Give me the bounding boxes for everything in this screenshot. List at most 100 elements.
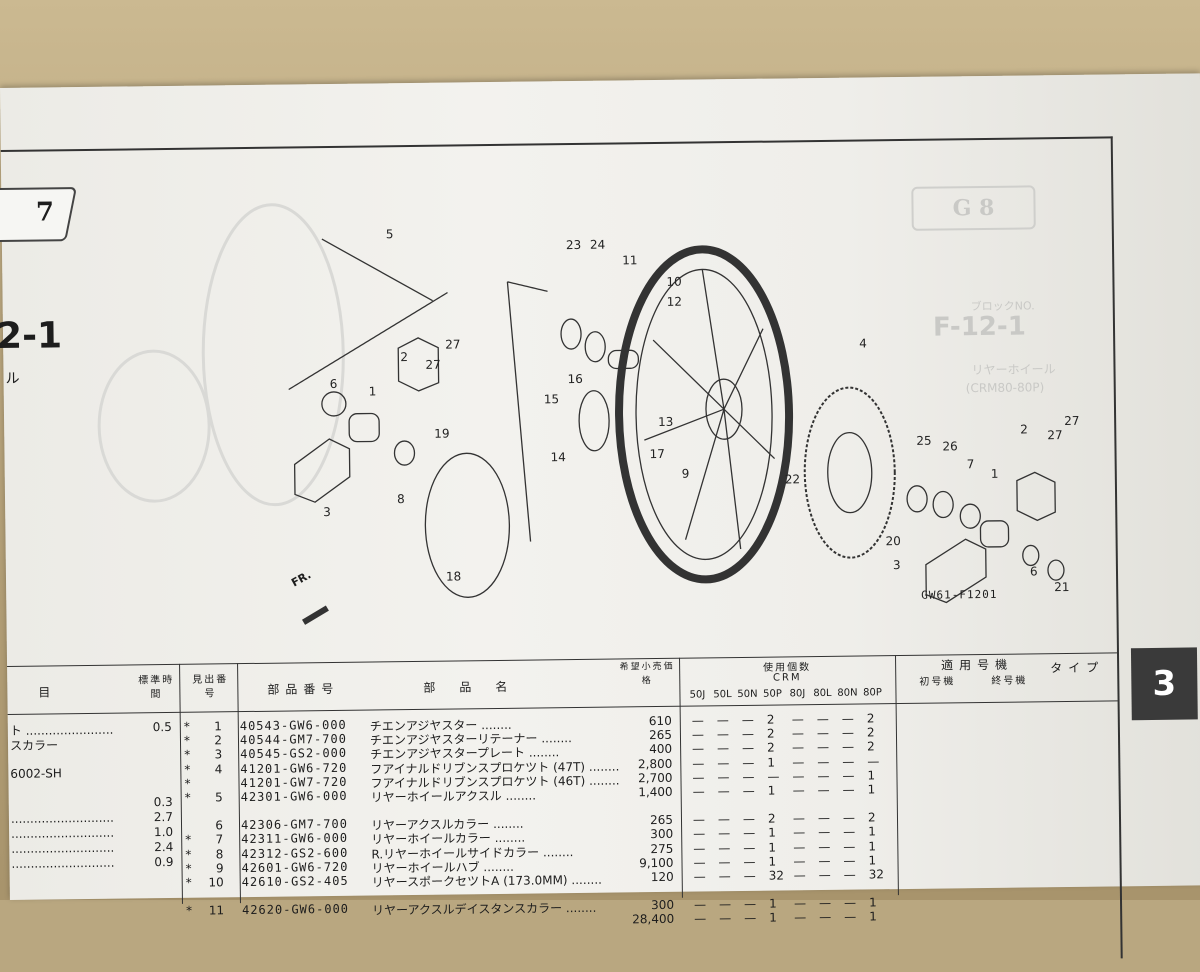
row-qty: 2 [768, 812, 786, 826]
row-qty: 1 [868, 839, 886, 853]
row-qty: — [819, 868, 837, 882]
axle-shape [322, 238, 433, 302]
callout-27: 27 [445, 337, 460, 351]
row-qty: — [744, 911, 762, 925]
rear-sprocket [804, 387, 896, 558]
callout-23: 23 [566, 238, 581, 252]
row-qty: 1 [868, 782, 886, 796]
header-price: 希望小売価格 [617, 660, 677, 689]
row-qty: — [717, 741, 735, 755]
callout-3: 3 [323, 505, 331, 519]
row-price: 2,700 [620, 771, 672, 786]
callout-25: 25 [916, 434, 931, 448]
row-qty: — [817, 726, 835, 740]
row-ref-no: 9 [195, 861, 223, 875]
row-qty: — [794, 911, 812, 925]
row-qty: — [693, 784, 711, 798]
callout-1: 1 [991, 467, 999, 481]
row-qty: — [793, 783, 811, 797]
callout-6: 6 [330, 377, 338, 391]
row-qty: 32 [869, 867, 887, 881]
row-qty: — [719, 911, 737, 925]
model-col-80J: 80J [785, 688, 809, 699]
row-qty: 2 [767, 741, 785, 755]
row-qty: — [792, 741, 810, 755]
callout-27: 27 [425, 358, 440, 372]
left-row-text: 6002-SH [10, 766, 62, 781]
axle-nut [1048, 560, 1064, 580]
axle-collar-right [1023, 545, 1039, 565]
row-qty: — [842, 726, 860, 740]
row-qty: — [742, 770, 760, 784]
row-part-number: 42312-GS2-600 [241, 845, 348, 860]
row-part-name: リヤーアクスルデイスタンスカラー ........ [372, 899, 596, 919]
callout-24: 24 [590, 238, 605, 252]
left-row-time: 0.3 [137, 795, 173, 809]
parts-catalog-page: 7 2-1 ル G 8 ブロックNO. F-12-1 リヤーホイール (CRM8… [0, 73, 1200, 900]
row-qty: 2 [767, 712, 785, 726]
bearing-26 [933, 491, 953, 517]
row-qty: 2 [867, 711, 885, 725]
row-qty: 1 [768, 840, 786, 854]
row-qty: — [692, 742, 710, 756]
model-col-50L: 50L [710, 689, 734, 700]
left-row-time: 2.4 [137, 840, 173, 854]
row-qty: — [744, 897, 762, 911]
row-ref-no: 11 [196, 904, 224, 918]
row-qty: — [718, 812, 736, 826]
row-ref-no: 2 [194, 734, 222, 748]
callout-18: 18 [446, 569, 461, 583]
row-qty: — [843, 853, 861, 867]
row-qty: — [694, 869, 712, 883]
row-qty: — [718, 784, 736, 798]
row-qty: — [742, 713, 760, 727]
left-row-time: 0.9 [137, 855, 173, 869]
row-qty: — [843, 783, 861, 797]
callout-17: 17 [649, 447, 664, 461]
row-ref-no: 3 [194, 748, 222, 762]
left-row-time: 1.0 [137, 825, 173, 839]
left-row-text: スカラー [10, 736, 58, 754]
row-qty: 2 [767, 727, 785, 741]
brake-disc [425, 453, 511, 598]
row-qty: — [718, 855, 736, 869]
row-price: 610 [620, 714, 672, 729]
left-row-text: ........................... [11, 826, 114, 841]
row-qty: — [692, 770, 710, 784]
callout-9: 9 [682, 467, 690, 481]
row-qty: 32 [769, 868, 787, 882]
left-row-text: ........................... [11, 856, 114, 871]
rear-rim [634, 269, 774, 561]
row-ref-no: 6 [195, 819, 223, 833]
row-qty: 1 [768, 854, 786, 868]
callout-8: 8 [397, 492, 405, 506]
row-mark: * [185, 847, 191, 861]
row-qty: 1 [767, 755, 785, 769]
row-price: 28,400 [622, 912, 674, 927]
row-qty: — [742, 755, 760, 769]
row-qty: — [842, 740, 860, 754]
row-mark: * [184, 734, 190, 748]
row-qty: — [693, 827, 711, 841]
header-last: 終号機 [979, 671, 1039, 687]
row-qty: — [744, 869, 762, 883]
row-qty: — [818, 825, 836, 839]
adjuster-retainer-right [1017, 472, 1056, 520]
left-row-time: 2.7 [137, 810, 173, 824]
row-mark: * [185, 833, 191, 847]
row-part-number: 41201-GW7-720 [240, 775, 347, 790]
callout-5: 5 [386, 227, 394, 241]
row-qty: 1 [768, 826, 786, 840]
callout-11: 11 [622, 253, 637, 267]
row-qty: — [742, 727, 760, 741]
row-qty: — [794, 868, 812, 882]
row-qty: — [717, 756, 735, 770]
row-qty: — [819, 896, 837, 910]
row-mark: * [186, 904, 192, 918]
model-col-50N: 50N [735, 689, 759, 700]
row-ref-no: 10 [196, 875, 224, 889]
bearing-23 [561, 319, 581, 349]
row-price: 300 [621, 827, 673, 842]
row-qty: — [743, 840, 761, 854]
